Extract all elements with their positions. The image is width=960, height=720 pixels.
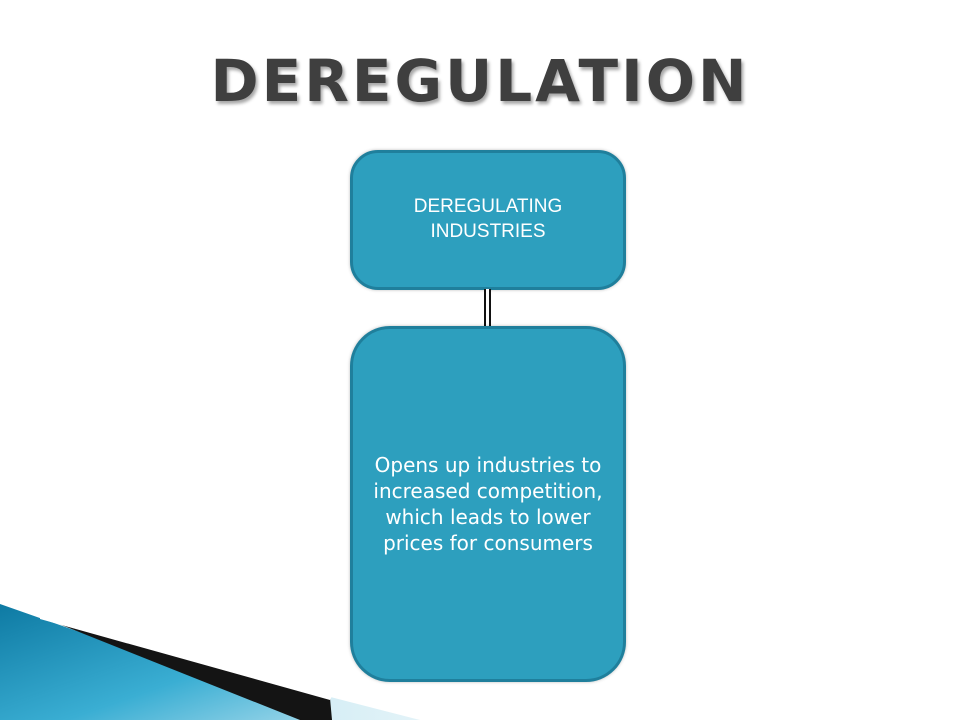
- box-connector-line: [484, 289, 491, 328]
- swoosh-dark-edge: [44, 618, 332, 720]
- slide-title: DEREGULATION: [210, 47, 750, 115]
- outcome-box: Opens up industries to increased competi…: [350, 326, 626, 682]
- outcome-label: Opens up industries to increased competi…: [373, 453, 603, 555]
- swoosh-white-line: [40, 616, 332, 700]
- deregulating-industries-label: DEREGULATING INDUSTRIES: [413, 196, 563, 242]
- deregulating-industries-box: DEREGULATING INDUSTRIES: [350, 150, 626, 290]
